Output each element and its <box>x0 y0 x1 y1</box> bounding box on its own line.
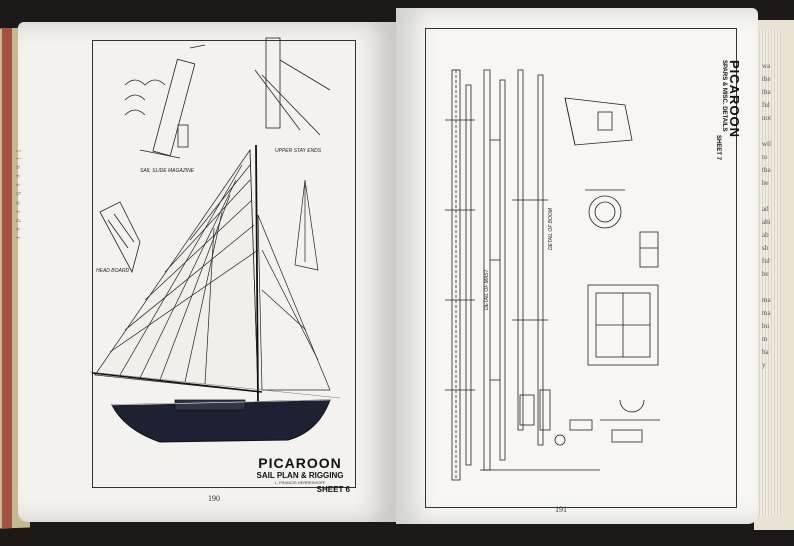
right-subtitle: SPARS & MISC. DETAILS <box>721 60 727 132</box>
left-designer-line: L. FRANCIS HERRESHOFF <box>274 480 326 485</box>
left-subtitle: SAIL PLAN & RIGGING <box>256 471 344 480</box>
spreader-detail <box>512 69 548 446</box>
cleat-detail <box>639 231 659 268</box>
left-sheet-label: SHEET 6 <box>316 485 350 494</box>
head-board-detail <box>99 201 141 274</box>
sail-slide-magazine-detail <box>124 44 206 159</box>
mast-detail <box>445 69 475 481</box>
boom <box>91 372 263 393</box>
right-title: PICAROON <box>727 60 742 139</box>
port-light-detail <box>585 189 625 229</box>
spars-sheet-frame <box>425 28 737 508</box>
misc-fittings-lower <box>480 389 600 471</box>
left-title: PICAROON <box>258 455 342 471</box>
caption-detail-of-boom: DETAIL OF BOOM <box>548 208 554 250</box>
small-fittings-right <box>600 399 660 443</box>
book-spine-edge <box>2 28 12 528</box>
mainsail <box>94 148 259 393</box>
left-page-number: 190 <box>208 494 220 503</box>
hatch-detail <box>587 284 659 366</box>
caption-upper-stay-ends: UPPER STAY ENDS <box>275 148 322 154</box>
jib-sail <box>257 214 331 391</box>
mast <box>255 144 259 406</box>
rudder-head-detail <box>564 97 633 146</box>
right-page-number: 191 <box>555 505 567 514</box>
caption-sail-slide-magazine: SAIL SLIDE MAGAZINE <box>140 168 195 174</box>
caption-head-board: HEAD BOARD <box>96 268 130 274</box>
page-edges <box>757 30 781 516</box>
caption-detail-of-mast: DETAIL OF MAST <box>484 269 490 310</box>
left-title-block: PICAROON SAIL PLAN & RIGGING L. FRANCIS … <box>250 455 350 494</box>
sail-plan-sheet-frame <box>92 40 356 488</box>
hull <box>111 399 331 443</box>
jib-detail <box>294 179 319 271</box>
right-title-block: PICAROON SPARS & MISC. DETAILS SHEET 7 <box>702 60 742 160</box>
page-edge-text: wa the tha ful not wil to tha be ad ahi … <box>762 62 771 369</box>
upper-stay-ends-detail <box>254 37 331 136</box>
left-page-edge-text: l i n e s b o r d e r <box>14 150 22 241</box>
